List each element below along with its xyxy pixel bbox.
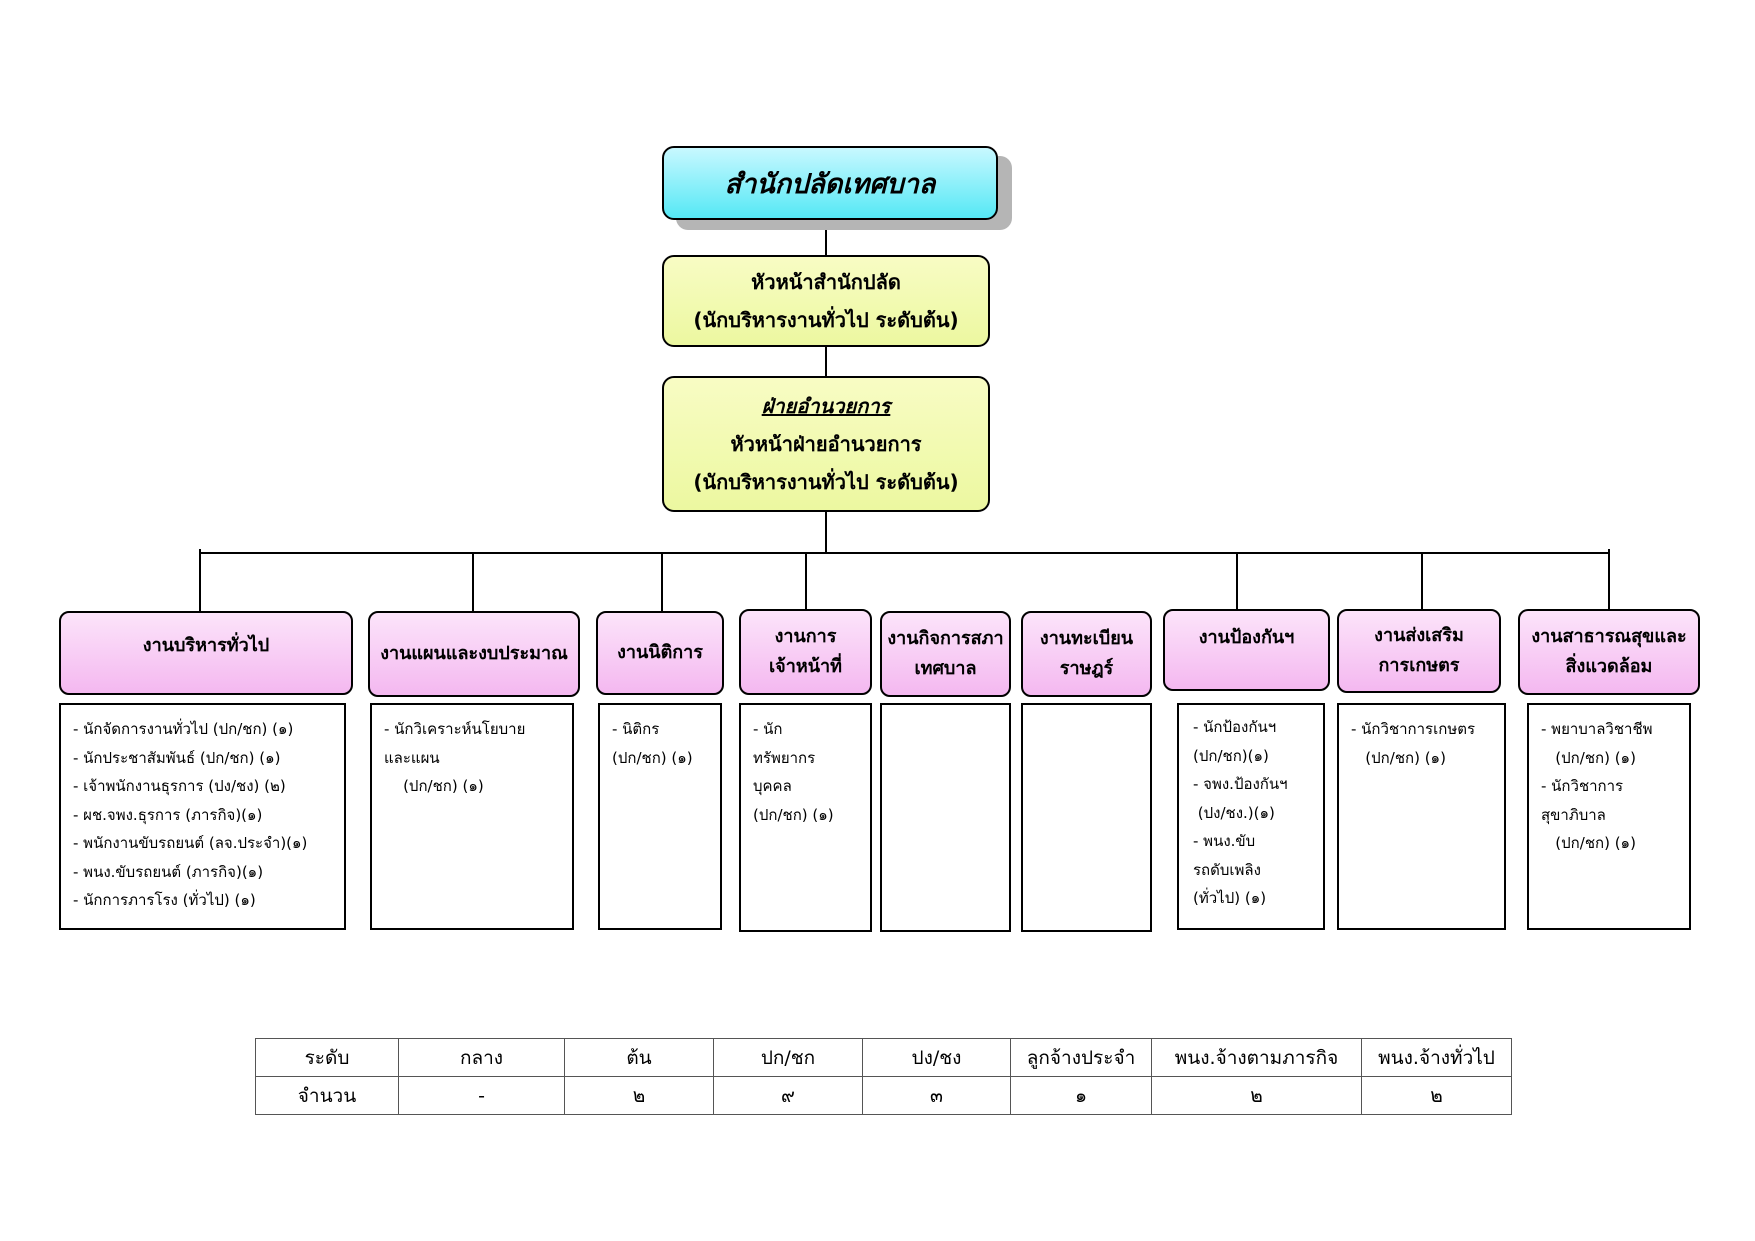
admin-division-title: ฝ่ายอำนวยการ xyxy=(761,394,891,418)
section-name: เทศบาล xyxy=(914,658,977,679)
table-cell: ๙ xyxy=(713,1076,863,1115)
table-cell: ๒ xyxy=(1361,1076,1512,1115)
office-title: สำนักปลัดเทศบาล xyxy=(724,168,936,200)
section-public-health: งานสาธารณสุขและ สิ่งแวดล้อม xyxy=(1518,609,1700,695)
section-council-affairs: งานกิจการสภา เทศบาล xyxy=(880,611,1011,697)
table-header-cell: ลูกจ้างประจำ xyxy=(1010,1038,1152,1077)
table-header-cell: ปก/ชก xyxy=(713,1038,863,1077)
staff-item: - นักประชาสัมพันธ์ (ปก/ชก) (๑) xyxy=(73,748,281,767)
table-cell: ๑ xyxy=(1010,1076,1152,1115)
section-name: งานบริหารทั่วไป xyxy=(142,635,270,656)
staff-item: - พนง.ขับรถยนต์ (ภารกิจ)(๑) xyxy=(73,862,264,881)
table-cell: ๒ xyxy=(564,1076,714,1115)
staff-item: - พยาบาลวิชาชีพ xyxy=(1541,720,1653,738)
staff-item: ทรัพยากร xyxy=(753,748,816,767)
staff-item: (ปง/ชง.)(๑) xyxy=(1193,803,1275,822)
staff-list-personnel: - นัก ทรัพยากร บุคคล (ปก/ชก) (๑) xyxy=(739,703,872,932)
office-title-box: สำนักปลัดเทศบาล xyxy=(662,146,998,220)
staff-item: - นักป้องกันฯ xyxy=(1193,718,1277,736)
section-name: งานสาธารณสุขและ xyxy=(1531,626,1687,647)
staff-item: (ปก/ชก) (๑) xyxy=(1541,748,1636,767)
staff-item: (ทั่วไป) (๑) xyxy=(1193,889,1267,907)
section-personnel: งานการ เจ้าหน้าที่ xyxy=(739,609,872,695)
staff-item: (ปก/ชก) (๑) xyxy=(384,777,484,795)
admin-head-title: หัวหน้าฝ่ายอำนวยการ xyxy=(730,432,922,456)
table-cell: ๓ xyxy=(862,1076,1011,1115)
staff-item: (ปก/ชก) (๑) xyxy=(1541,834,1636,852)
staff-item: (ปก/ชก) (๑) xyxy=(612,748,693,767)
staff-item: - พนง.ขับ xyxy=(1193,832,1256,850)
staff-item: (ปก/ชก) (๑) xyxy=(753,805,834,824)
section-name: งานการ xyxy=(774,626,837,647)
staff-list-legal: - นิติกร (ปก/ชก) (๑) xyxy=(598,703,722,930)
section-general-admin: งานบริหารทั่วไป xyxy=(59,611,353,695)
staff-item: (ปก/ชก)(๑) xyxy=(1193,746,1269,765)
staff-item: - ผช.จพง.ธุรการ (ภารกิจ)(๑) xyxy=(73,805,263,824)
section-agriculture: งานส่งเสริม การเกษตร xyxy=(1337,609,1501,693)
table-cell: จำนวน xyxy=(255,1076,399,1115)
section-name: การเกษตร xyxy=(1378,655,1460,676)
staff-item: - นักวิชาการ xyxy=(1541,777,1624,795)
staff-item: - นัก xyxy=(753,720,783,738)
staff-item: - นักวิเคราะห์นโยบาย xyxy=(384,720,526,738)
staff-list-civil-registration xyxy=(1021,703,1152,932)
section-name: งานแผนและงบประมาณ xyxy=(380,643,568,664)
table-header-row: ระดับ กลาง ต้น ปก/ชก ปง/ชง ลูกจ้างประจำ … xyxy=(255,1038,1512,1077)
staff-item: รถดับเพลิง xyxy=(1193,860,1261,879)
table-header-cell: พนง.จ้างตามภารกิจ xyxy=(1151,1038,1362,1077)
table-header-cell: พนง.จ้างทั่วไป xyxy=(1361,1038,1512,1077)
staff-item: - พนักงานขับรถยนต์ (ลจ.ประจำ)(๑) xyxy=(73,834,308,852)
head-of-office-box: หัวหน้าสำนักปลัด (นักบริหารงานทั่วไป ระด… xyxy=(662,255,990,347)
section-legal: งานนิติการ xyxy=(596,611,724,695)
staff-item: สุขาภิบาล xyxy=(1541,805,1606,824)
staff-item: - นักการภารโรง (ทั่วไป) (๑) xyxy=(73,891,256,909)
staff-item: - เจ้าพนักงานธุรการ (ปง/ชง) (๒) xyxy=(73,777,286,795)
section-name: เจ้าหน้าที่ xyxy=(769,656,842,677)
section-name: สิ่งแวดล้อม xyxy=(1565,656,1653,677)
head-title: หัวหน้าสำนักปลัด xyxy=(751,270,901,294)
staff-list-disaster-prevention: - นักป้องกันฯ (ปก/ชก)(๑) - จพง.ป้องกันฯ … xyxy=(1177,703,1325,930)
staff-item: บุคคล xyxy=(753,777,792,795)
staff-item: - นิติกร xyxy=(612,720,660,738)
staff-list-public-health: - พยาบาลวิชาชีพ (ปก/ชก) (๑) - นักวิชาการ… xyxy=(1527,703,1691,930)
staff-list-general-admin: - นักจัดการงานทั่วไป (ปก/ชก) (๑) - นักปร… xyxy=(59,703,346,930)
staff-item: - นักวิชาการเกษตร xyxy=(1351,720,1475,738)
table-header-cell: ปง/ชง xyxy=(862,1038,1011,1077)
admin-division-box: ฝ่ายอำนวยการ หัวหน้าฝ่ายอำนวยการ (นักบริ… xyxy=(662,376,990,512)
table-header-cell: กลาง xyxy=(398,1038,565,1077)
staff-summary-table: ระดับ กลาง ต้น ปก/ชก ปง/ชง ลูกจ้างประจำ … xyxy=(255,1038,1512,1115)
section-name: งานส่งเสริม xyxy=(1374,625,1464,646)
staff-list-council-affairs xyxy=(880,703,1011,932)
section-disaster-prevention: งานป้องกันฯ xyxy=(1163,609,1330,691)
section-name: งานทะเบียน xyxy=(1039,628,1134,649)
table-cell: - xyxy=(398,1076,565,1115)
section-civil-registration: งานทะเบียน ราษฎร์ xyxy=(1021,611,1152,697)
table-cell: ๒ xyxy=(1151,1076,1362,1115)
admin-head-position: (นักบริหารงานทั่วไป ระดับต้น) xyxy=(693,470,959,494)
staff-item: - นักจัดการงานทั่วไป (ปก/ชก) (๑) xyxy=(73,720,294,738)
staff-list-plan-budget: - นักวิเคราะห์นโยบาย และแผน (ปก/ชก) (๑) xyxy=(370,703,574,930)
staff-item: (ปก/ชก) (๑) xyxy=(1351,748,1446,767)
staff-item: - จพง.ป้องกันฯ xyxy=(1193,775,1288,793)
table-header-cell: ต้น xyxy=(564,1038,714,1077)
staff-item: และแผน xyxy=(384,748,440,767)
staff-list-agriculture: - นักวิชาการเกษตร (ปก/ชก) (๑) xyxy=(1337,703,1506,930)
table-header-cell: ระดับ xyxy=(255,1038,399,1077)
section-name: งานนิติการ xyxy=(617,642,703,663)
section-name: ราษฎร์ xyxy=(1059,658,1114,679)
section-name: งานกิจการสภา xyxy=(887,628,1004,649)
section-name: งานป้องกันฯ xyxy=(1198,627,1295,648)
section-plan-budget: งานแผนและงบประมาณ xyxy=(368,611,580,697)
head-position: (นักบริหารงานทั่วไป ระดับต้น) xyxy=(693,308,959,332)
table-row: จำนวน - ๒ ๙ ๓ ๑ ๒ ๒ xyxy=(255,1076,1512,1115)
